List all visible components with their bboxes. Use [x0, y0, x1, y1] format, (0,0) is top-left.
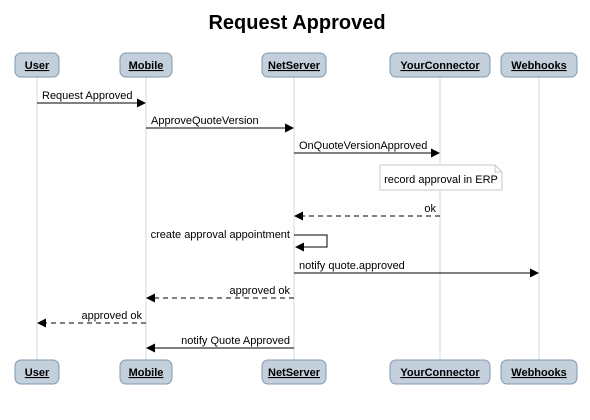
participant-label: YourConnector: [400, 60, 480, 72]
participant-box: [119, 52, 173, 78]
arrow-head: [137, 98, 146, 108]
participant-mobile-bottom: Mobile: [119, 359, 173, 385]
participant-connector-bottom: YourConnector: [389, 359, 491, 385]
participant-webhooks-top: Webhooks: [500, 52, 578, 78]
arrow-head: [146, 343, 155, 353]
arrow-head: [37, 318, 46, 328]
message-8: approved ok: [146, 285, 294, 303]
message-7: notify quote.approved: [294, 260, 539, 278]
participant-label: NetServer: [268, 60, 321, 72]
message-10: notify Quote Approved: [146, 335, 294, 353]
participant-label: Webhooks: [511, 60, 566, 72]
message-1: Request Approved: [37, 90, 146, 108]
participants-top: User Mobile NetServer YourConnector Webhooks: [14, 52, 578, 78]
participant-box: [389, 359, 491, 385]
participant-netserver-top: NetServer: [261, 52, 327, 78]
participant-box: [500, 359, 578, 385]
arrow-head: [295, 242, 304, 252]
message-9: approved ok: [37, 310, 146, 328]
participant-label: YourConnector: [400, 367, 480, 379]
message-3: OnQuoteVersionApproved: [294, 140, 440, 158]
participant-box: [119, 359, 173, 385]
participant-netserver-bottom: NetServer: [261, 359, 327, 385]
arrow-head: [530, 268, 539, 278]
participant-box: [14, 359, 60, 385]
participant-label: User: [25, 60, 50, 72]
arrow-head: [431, 148, 440, 158]
note-fold: [494, 165, 502, 173]
message-5: ok: [294, 203, 440, 221]
participant-label: User: [25, 367, 50, 379]
participant-box: [261, 52, 327, 78]
arrow-head: [146, 293, 155, 303]
participant-user-top: User: [14, 52, 60, 78]
participant-box: [14, 52, 60, 78]
message-label: Request Approved: [42, 90, 133, 102]
lifelines: [36, 77, 540, 360]
messages: Request ApprovedApproveQuoteVersionOnQuo…: [37, 90, 539, 353]
message-label: ApproveQuoteVersion: [151, 115, 259, 127]
participant-box: [261, 359, 327, 385]
participant-user-bottom: User: [14, 359, 60, 385]
note-box: [379, 164, 503, 191]
participant-connector-top: YourConnector: [389, 52, 491, 78]
message-label: ok: [424, 203, 436, 215]
message-2: ApproveQuoteVersion: [146, 115, 294, 133]
arrow-head: [294, 211, 303, 221]
message-label: OnQuoteVersionApproved: [299, 140, 427, 152]
participants-bottom: User Mobile NetServer YourConnector Webhooks: [14, 359, 578, 385]
participant-label: Mobile: [129, 60, 164, 72]
participant-mobile-top: Mobile: [119, 52, 173, 78]
message-6: create approval appointment: [151, 229, 328, 252]
message-label: create approval appointment: [151, 229, 290, 241]
arrow-head: [285, 123, 294, 133]
message-label: approved ok: [81, 310, 142, 322]
participant-label: Webhooks: [511, 367, 566, 379]
note-text: record approval in ERP: [384, 174, 498, 186]
participant-box: [500, 52, 578, 78]
message-label: notify quote.approved: [299, 260, 405, 272]
message-label: approved ok: [229, 285, 290, 297]
participant-label: Mobile: [129, 367, 164, 379]
participant-webhooks-bottom: Webhooks: [500, 359, 578, 385]
participant-box: [389, 52, 491, 78]
participant-label: NetServer: [268, 367, 321, 379]
diagram-title: Request Approved: [208, 12, 385, 34]
note: record approval in ERP: [379, 164, 503, 191]
self-message-line: [294, 234, 328, 248]
message-label: notify Quote Approved: [181, 335, 290, 347]
